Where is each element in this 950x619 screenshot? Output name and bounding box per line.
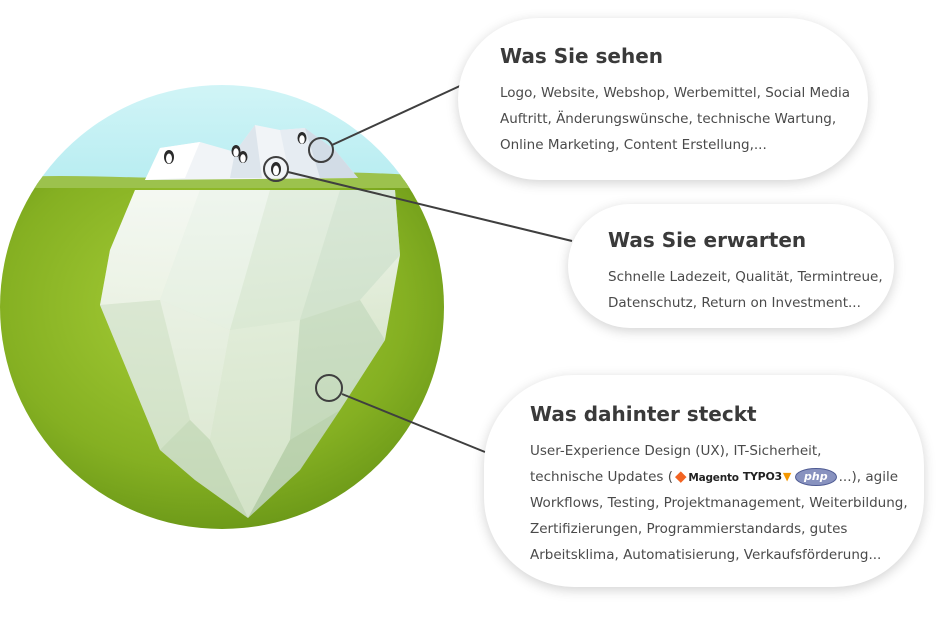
penguin-icon: [271, 162, 281, 176]
callout-line: Datenschutz, Return on Investment...: [608, 295, 861, 311]
callout-line: Zertifizierungen, Programmierstandards, …: [530, 521, 848, 537]
callout-line-prefix: technische Updates (: [530, 469, 673, 485]
callout-line: Arbeitsklima, Automatisierung, Verkaufsf…: [530, 547, 882, 563]
callout-text: Schnelle Ladezeit, Qualität, Termintreue…: [608, 264, 894, 316]
callout-was-sie-erwarten: Was Sie erwarten Schnelle Ladezeit, Qual…: [568, 204, 894, 328]
callout-line: Auftritt, Änderungswünsche, technische W…: [500, 111, 837, 127]
callout-title: Was Sie sehen: [500, 44, 664, 68]
callout-title: Was dahinter steckt: [530, 402, 757, 426]
callout-line: Online Marketing, Content Erstellung,...: [500, 137, 767, 153]
typo3-logo: TYPO3▼: [742, 470, 792, 483]
callout-line: Workflows, Testing, Projektmanagement, W…: [530, 495, 908, 511]
callout-line: Schnelle Ladezeit, Qualität, Termintreue…: [608, 269, 883, 285]
magento-logo: ◆Magento: [674, 467, 739, 485]
marker-circle-erwarten: [263, 156, 289, 182]
connector-line-sehen: [331, 84, 463, 146]
callout-line: Logo, Website, Webshop, Werbemittel, Soc…: [500, 85, 851, 101]
iceberg-underwater: [100, 190, 400, 518]
penguin-icon: [231, 145, 241, 157]
connector-line-dahinter: [341, 393, 486, 453]
connector-line-erwarten: [287, 171, 573, 242]
php-logo: php: [795, 468, 837, 486]
magento-icon: ◆: [674, 467, 687, 485]
penguin-icon: [238, 151, 248, 163]
callout-was-dahinter-steckt: Was dahinter steckt User-Experience Desi…: [484, 375, 924, 587]
callout-text: Logo, Website, Webshop, Werbemittel, Soc…: [500, 80, 868, 158]
marker-circle-dahinter: [315, 374, 343, 402]
typo3-icon: ▼: [782, 470, 792, 483]
callout-was-sie-sehen: Was Sie sehen Logo, Website, Webshop, We…: [458, 18, 868, 180]
marker-circle-sehen: [308, 137, 334, 163]
penguin-icon: [297, 132, 307, 144]
callout-title: Was Sie erwarten: [608, 228, 807, 252]
callout-text: User-Experience Design (UX), IT-Sicherhe…: [530, 438, 924, 568]
penguin-icon: [164, 150, 174, 164]
callout-line-suffix: ...), agile: [838, 469, 898, 485]
callout-line: User-Experience Design (UX), IT-Sicherhe…: [530, 443, 822, 459]
